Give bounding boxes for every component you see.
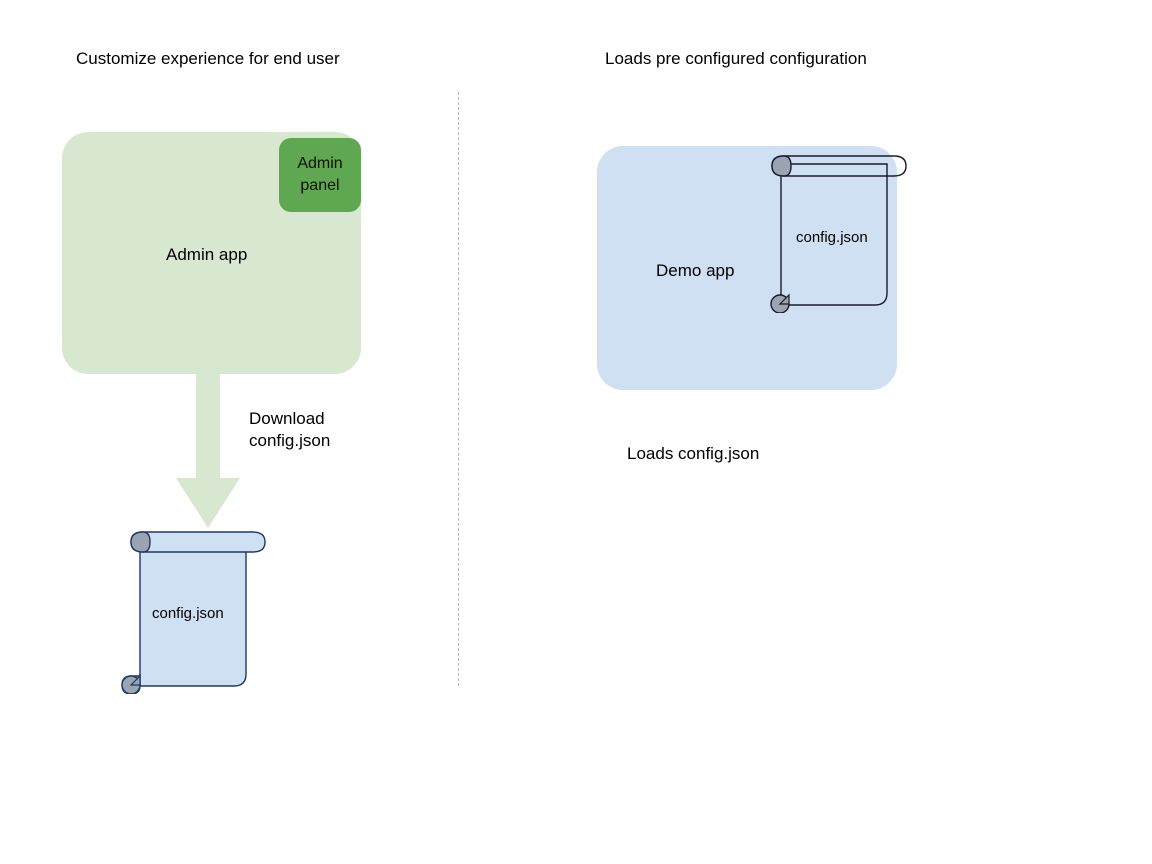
demo-app-label: Demo app: [656, 261, 735, 280]
config-json-document-left[interactable]: [118, 526, 268, 694]
admin-panel-badge-line1: Admin: [297, 155, 343, 172]
vertical-dashed-divider: [458, 92, 459, 686]
download-arrow-icon: [176, 370, 240, 528]
heading-right: Loads pre configured configuration: [605, 49, 867, 68]
config-json-label-left: config.json: [152, 605, 224, 622]
demo-app-container: [597, 146, 897, 390]
config-json-label-right: config.json: [796, 229, 868, 246]
admin-panel-badge-line2: panel: [300, 177, 340, 194]
download-arrow-label-line1: Download: [249, 409, 325, 428]
loads-config-caption: Loads config.json: [627, 444, 760, 463]
admin-panel-badge[interactable]: Admin panel: [279, 138, 361, 212]
heading-left: Customize experience for end user: [76, 49, 340, 68]
download-arrow-label-line2: config.json: [249, 431, 331, 450]
admin-app-label: Admin app: [166, 245, 248, 264]
config-json-document-right[interactable]: [765, 150, 915, 313]
download-arrow-label: Download config.json: [249, 408, 330, 452]
